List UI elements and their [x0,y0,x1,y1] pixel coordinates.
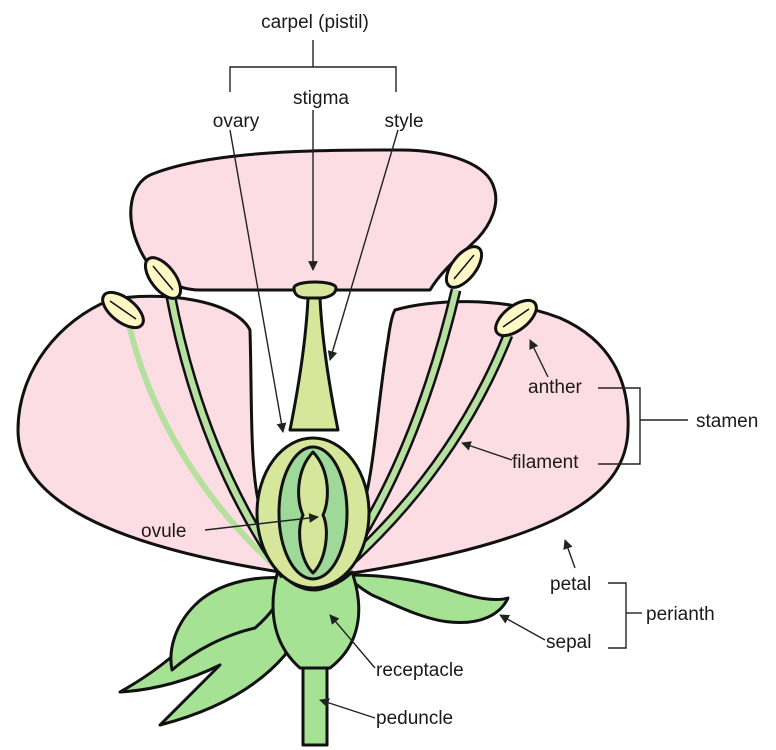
peduncle [303,662,327,745]
label-stigma: stigma [293,88,349,109]
ovule [299,452,328,573]
label-ovule: ovule [141,521,186,542]
label-stamen: stamen [696,411,758,432]
label-sepal: sepal [546,632,591,653]
label-ovary: ovary [213,111,260,132]
label-filament: filament [512,452,579,473]
label-style: style [384,111,423,132]
stigma [294,282,336,298]
label-perianth: perianth [646,604,715,625]
label-receptacle: receptacle [376,660,464,681]
label-carpel: carpel (pistil) [261,12,369,33]
label-peduncle: peduncle [376,708,453,729]
label-petal: petal [550,574,591,595]
style [290,298,338,430]
label-anther: anther [528,377,583,398]
sepal-right [348,575,508,623]
